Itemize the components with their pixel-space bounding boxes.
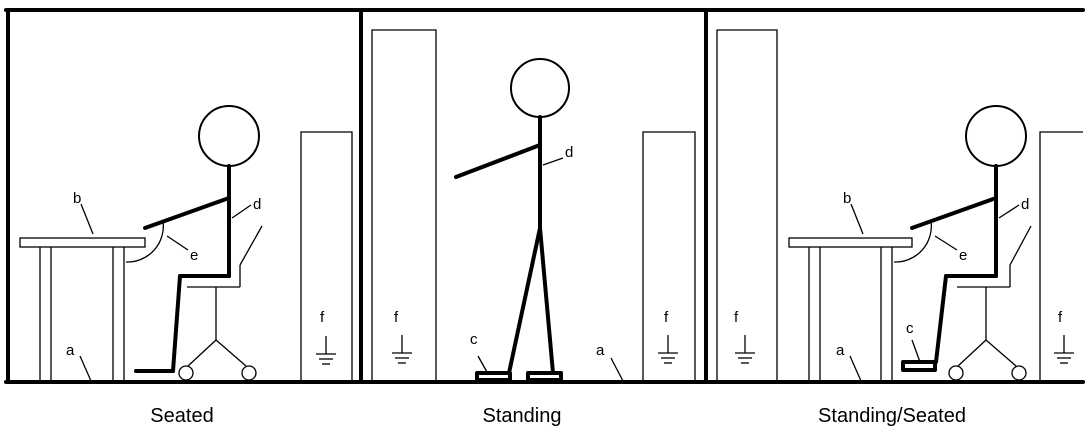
ground-symbol-icon (735, 335, 755, 364)
caption-standing: Standing (483, 405, 562, 427)
desk (19, 237, 146, 382)
leader-d (231, 204, 252, 219)
ground-symbol-icon (392, 335, 412, 364)
leader-e (934, 235, 958, 251)
leader-c (911, 339, 921, 363)
leader-e (166, 235, 189, 251)
label-f-left: f (394, 309, 399, 326)
grounding-cabinet-tall (371, 29, 437, 382)
grounding-cabinet-tall (716, 29, 778, 382)
grounding-footwear (475, 371, 563, 382)
label-f-right: f (1058, 309, 1063, 326)
panel-seated: b d e a f (19, 105, 353, 382)
elbow-angle-arc (125, 220, 165, 263)
label-a: a (596, 342, 605, 359)
label-d: d (253, 196, 261, 213)
label-c: c (906, 320, 914, 337)
label-e: e (959, 247, 967, 264)
ground-symbol-icon (316, 336, 336, 365)
standing-seated-person (910, 105, 1027, 364)
leader-b (80, 203, 94, 235)
grounding-cabinet (642, 131, 696, 382)
label-d: d (1021, 196, 1029, 213)
seated-person (134, 105, 260, 373)
label-b: b (843, 190, 851, 207)
label-e: e (190, 247, 198, 264)
label-b: b (73, 190, 81, 207)
label-a: a (836, 342, 845, 359)
label-a: a (66, 342, 75, 359)
panel-standing: f d c a f (371, 29, 696, 382)
label-d: d (565, 144, 573, 161)
grounding-cabinet (300, 131, 353, 382)
caption-seated: Seated (150, 405, 213, 427)
desk (788, 237, 913, 382)
label-f: f (320, 309, 325, 326)
elbow-angle-arc (893, 220, 933, 263)
leader-d (542, 157, 564, 166)
frame (4, 8, 1085, 384)
panel-standing-seated: f b d e c a f (716, 29, 1083, 382)
ground-symbol-icon (1054, 335, 1074, 364)
grounding-cabinet (1039, 131, 1083, 382)
leader-a (79, 355, 92, 382)
leader-d (998, 204, 1020, 219)
leader-c (477, 355, 488, 373)
standing-person (454, 58, 570, 375)
leader-a (610, 357, 624, 382)
label-f-left: f (734, 309, 739, 326)
label-f-right: f (664, 309, 669, 326)
chair (948, 225, 1032, 381)
chair (178, 225, 263, 381)
label-c: c (470, 331, 478, 348)
caption-standing-seated: Standing/Seated (818, 405, 966, 427)
leader-a (849, 355, 862, 382)
foot-rest (901, 360, 937, 372)
leader-b (850, 203, 864, 235)
ground-symbol-icon (658, 335, 678, 364)
